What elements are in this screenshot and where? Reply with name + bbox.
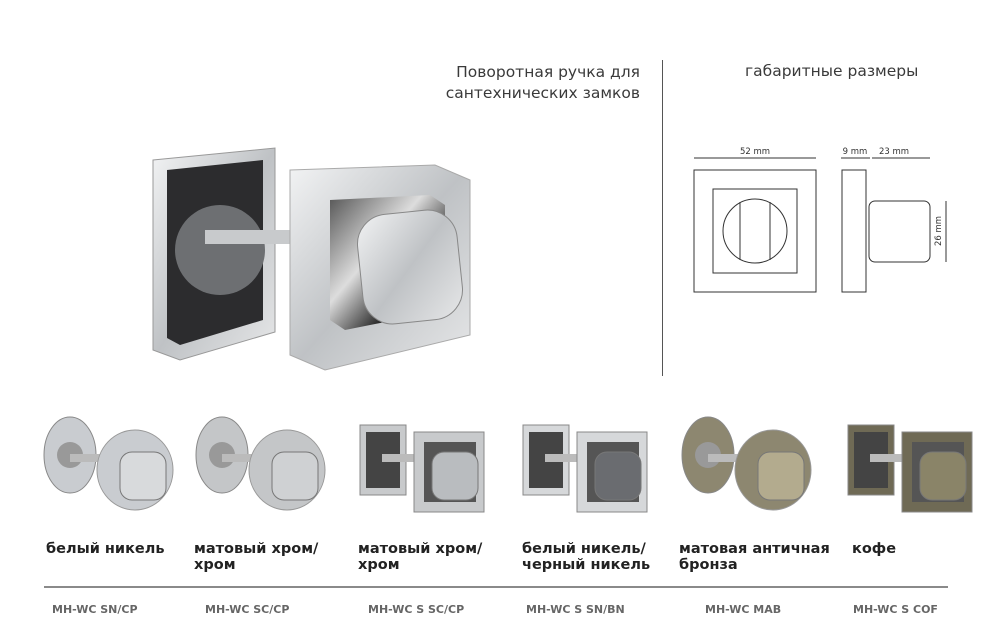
product-name-line-1: матовая античная bbox=[679, 541, 830, 557]
product-name-line-1: матовый хром/ bbox=[358, 541, 483, 557]
product-thumbnail[interactable] bbox=[352, 410, 502, 515]
product-name-line-1: белый никель bbox=[46, 541, 165, 557]
dim-depth-label: 23 mm bbox=[879, 147, 909, 157]
product-code: MH-WC SC/CP bbox=[205, 603, 290, 616]
product-title: Поворотная ручка для сантехнических замк… bbox=[446, 62, 640, 104]
product-name-line-1: белый никель/ bbox=[522, 541, 646, 557]
product-name-line-2: черный никель bbox=[522, 557, 651, 573]
product-thumbnail[interactable] bbox=[515, 410, 665, 515]
product-name: белый никель bbox=[46, 541, 165, 557]
product-name-line-1: матовый хром/ bbox=[194, 541, 319, 557]
product-thumbnail[interactable] bbox=[678, 410, 828, 515]
dim-knob-label: 26 mm bbox=[934, 216, 944, 246]
product-code: MH-WC S SC/CP bbox=[368, 603, 465, 616]
product-code: MH-WC S COF bbox=[853, 603, 938, 616]
product-main-image bbox=[152, 147, 471, 371]
product-name-line-1: кофе bbox=[852, 541, 897, 557]
product-thumbnail[interactable] bbox=[840, 410, 990, 515]
product-code: MH-WC SN/CP bbox=[52, 603, 138, 616]
dim-width-label: 52 mm bbox=[740, 147, 770, 157]
divider bbox=[662, 60, 663, 376]
product-thumbnail[interactable] bbox=[192, 410, 342, 515]
product-thumbnail[interactable] bbox=[40, 410, 190, 515]
product-name-line-2: хром bbox=[358, 557, 400, 573]
product-name: матовый хром/хром bbox=[194, 541, 318, 573]
product-code: MH-WC MAB bbox=[705, 603, 782, 616]
dimensions-diagram: 52 mm 9 mm 23 mm 26 mm bbox=[693, 147, 947, 293]
product-name-line-2: бронза bbox=[679, 557, 738, 573]
dimensions-title: габаритные размеры bbox=[745, 62, 919, 80]
title-line-2: сантехнических замков bbox=[445, 84, 640, 102]
separator-line bbox=[44, 586, 948, 588]
product-code: MH-WC S SN/BN bbox=[526, 603, 625, 616]
product-name: матовый хром/хром bbox=[358, 541, 482, 573]
title-line-1: Поворотная ручка для bbox=[456, 63, 640, 81]
product-name: белый никель/черный никель bbox=[522, 541, 650, 573]
product-name-line-2: хром bbox=[194, 557, 236, 573]
product-name: кофе bbox=[852, 541, 896, 557]
dim-base-label: 9 mm bbox=[843, 147, 868, 157]
